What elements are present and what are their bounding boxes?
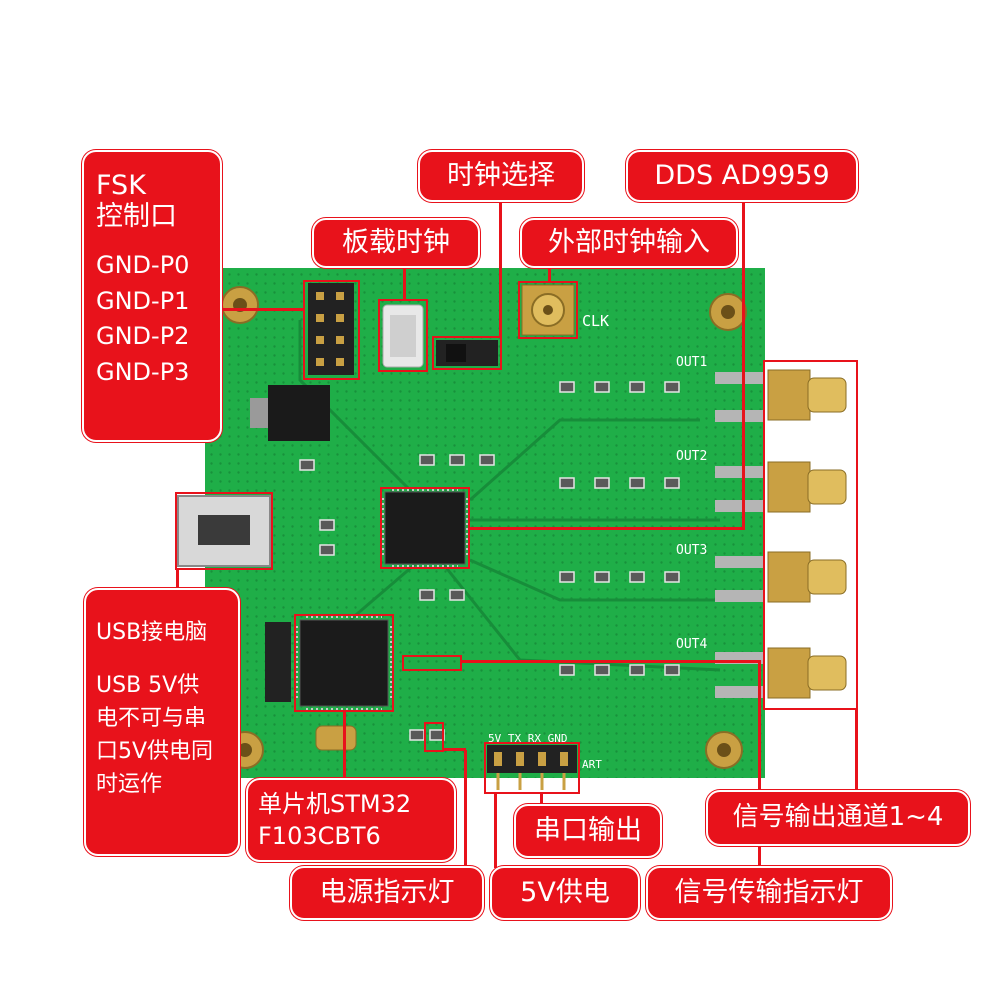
usb-line-3: 电不可与串 <box>96 706 207 731</box>
usb-highlight <box>175 492 273 570</box>
line-power-led <box>464 750 467 868</box>
mcu-highlight <box>294 614 394 712</box>
line-dds-v <box>742 200 745 530</box>
line-mcu <box>343 712 346 780</box>
clock-select-highlight <box>432 336 502 370</box>
usb-line-5: 时运作 <box>96 772 163 797</box>
usb-line-2: USB 5V供 <box>96 673 200 698</box>
fsk-line-1: GND-P1 <box>96 286 190 315</box>
silk-clk: CLK <box>582 312 609 330</box>
line-dds-h <box>470 527 745 530</box>
line-5v <box>494 794 497 868</box>
usb-line-1: USB接电脑 <box>96 620 208 645</box>
line-external-clock <box>548 265 551 282</box>
line-signal-led-v <box>758 660 761 868</box>
fsk-line-3: GND-P3 <box>96 357 190 386</box>
serial-out-label: 串口输出 <box>514 804 662 858</box>
power-led-highlight <box>424 722 444 752</box>
line-signal-led-h <box>462 660 760 663</box>
line-usb <box>176 570 179 590</box>
uart-highlight <box>484 742 580 794</box>
signal-out-highlight <box>763 360 858 710</box>
fsk-title-1: FSK <box>96 170 146 201</box>
fsk-title-2: 控制口 <box>96 201 177 233</box>
clock-select-label: 时钟选择 <box>418 150 584 202</box>
usb-label: USB接电脑 USB 5V供 电不可与串 口5V供电同 时运作 <box>84 588 240 856</box>
silk-out2: OUT2 <box>676 449 707 464</box>
power-5v-label: 5V供电 <box>490 866 640 920</box>
silk-out1: OUT1 <box>676 355 707 370</box>
mcu-line-1: 单片机STM32 <box>258 790 412 818</box>
line-signal-out-v <box>855 710 858 795</box>
onboard-clock-label: 板载时钟 <box>312 218 480 268</box>
fsk-line-0: GND-P0 <box>96 251 190 280</box>
line-clock-select <box>499 200 502 337</box>
silk-uart: ART <box>582 758 602 771</box>
signal-led-highlight <box>402 655 462 671</box>
fsk-header-highlight <box>303 280 360 380</box>
power-led-label: 电源指示灯 <box>290 866 484 920</box>
fsk-label: FSK 控制口 GND-P0 GND-P1 GND-P2 GND-P3 <box>82 150 222 442</box>
line-onboard-clock <box>403 266 406 300</box>
dds-label: DDS AD9959 <box>626 150 858 202</box>
onboard-clock-highlight <box>378 299 428 372</box>
external-clock-label: 外部时钟输入 <box>520 218 738 268</box>
usb-line-4: 口5V供电同 <box>96 739 214 764</box>
silk-uart-pins: 5V TX RX GND <box>488 732 567 745</box>
line-serial <box>540 794 543 806</box>
fsk-line-2: GND-P2 <box>96 322 190 351</box>
external-clock-highlight <box>518 281 578 339</box>
silk-out4: OUT4 <box>676 637 707 652</box>
dds-chip-highlight <box>380 487 470 569</box>
mcu-line-2: F103CBT6 <box>258 822 381 851</box>
silk-out3: OUT3 <box>676 543 707 558</box>
line-fsk <box>222 308 304 311</box>
signal-led-label: 信号传输指示灯 <box>646 866 892 920</box>
line-power-led-h <box>444 748 466 751</box>
signal-out-label: 信号输出通道1~4 <box>706 790 970 846</box>
mcu-label: 单片机STM32 F103CBT6 <box>246 778 456 862</box>
